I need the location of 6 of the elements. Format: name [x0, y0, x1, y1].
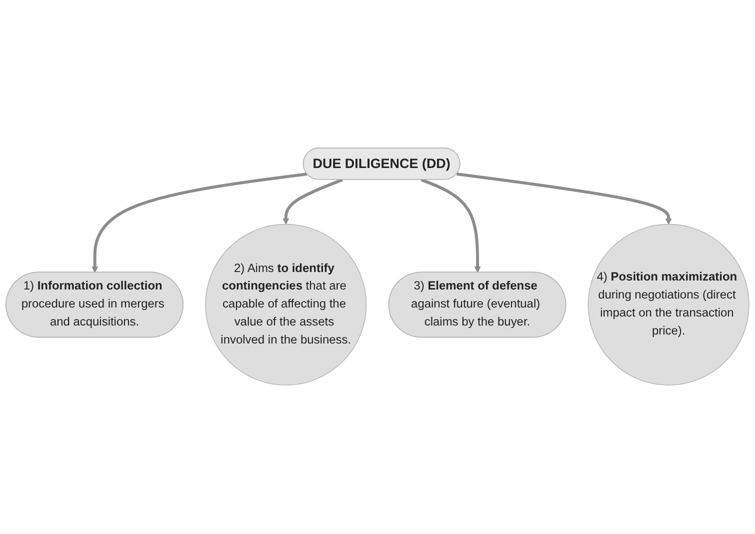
node-circle: 2) Aims to identify contingencies that are capable of affecting the value of the assets involved in the business. [205, 224, 367, 386]
arrow [456, 172, 672, 226]
arrow [282, 178, 344, 226]
arrow [420, 178, 481, 274]
node-circle: 4) Position maximization during negotiations (direct impact on the transaction price). [588, 224, 750, 386]
arrow [92, 172, 308, 274]
